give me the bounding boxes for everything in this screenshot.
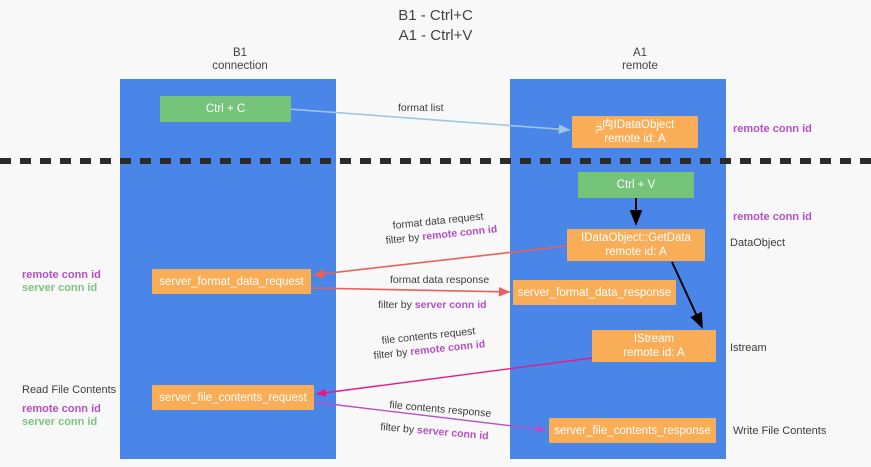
title-line-2: A1 - Ctrl+V (398, 27, 473, 44)
side-label-istream: Istream (730, 342, 767, 354)
edge-label-format-data-response: format data response (390, 274, 490, 286)
side-label-read-file-contents: Read File Contents (22, 384, 117, 396)
edge-label-file-contents-response-filter: filter by server conn id (380, 420, 489, 444)
node-server-file-contents-response-label: server_file_contents_response (554, 424, 711, 437)
node-server-file-contents-response[interactable]: server_file_contents_response (549, 418, 716, 443)
node-server-format-data-response-label: server_format_data_response (517, 286, 672, 299)
column-header-b1-sub: connection (212, 60, 268, 72)
node-istream-line-1: IStream (633, 333, 675, 345)
side-label-left-mid-server-conn-id: server conn id (22, 282, 98, 294)
node-istream[interactable]: IStream remote id: A (592, 330, 716, 362)
column-header-a1: A1 remote (540, 47, 740, 73)
node-getdata[interactable]: IDataObject::GetData remote id: A (567, 229, 705, 261)
node-istream-line-2: remote id: A (623, 347, 685, 359)
filter-prefix: filter by (378, 299, 415, 311)
column-header-a1-name: A1 (632, 47, 648, 59)
column-header-b1-name: B1 (232, 47, 248, 59)
node-ctrl-v[interactable]: Ctrl + V (578, 172, 694, 198)
node-server-format-data-request-label: server_format_data_request (159, 275, 304, 288)
title-line-1: B1 - Ctrl+C (398, 7, 473, 24)
side-label-write-file-contents: Write File Contents (733, 425, 827, 437)
column-header-b1: B1 connection (140, 47, 340, 73)
page-title: B1 - Ctrl+C A1 - Ctrl+V (0, 6, 871, 46)
node-idataobject-line-2: remote id: A (604, 133, 666, 145)
node-server-file-contents-request-label: server_file_contents_request (159, 391, 307, 404)
side-label-right-mid-remote-conn-id: remote conn id (733, 211, 812, 223)
side-label-left-mid-remote-conn-id: remote conn id (22, 269, 101, 281)
edge-label-format-data-response-filter: filter by server conn id (378, 298, 487, 313)
node-getdata-line-2: remote id: A (605, 246, 667, 258)
node-server-file-contents-request[interactable]: server_file_contents_request (152, 385, 314, 410)
filter-prefix: filter by (385, 231, 423, 247)
arrow-format-data-response (309, 286, 511, 297)
node-ctrl-c-label: Ctrl + C (205, 103, 246, 115)
edge-label-format-list: format list (398, 102, 444, 114)
node-server-format-data-response[interactable]: server_format_data_response (513, 280, 676, 305)
side-label-dataobject: DataObject (730, 237, 786, 249)
node-idataobject[interactable]: ྜ⽱IDataObject remote id: A (572, 116, 698, 148)
filter-prefix: filter by (373, 346, 411, 362)
filter-key-server-conn-id: server conn id (416, 424, 490, 443)
node-idataobject-line-1: ྜ⽱IDataObject (595, 119, 675, 131)
side-label-left-bottom-remote-conn-id: remote conn id (22, 403, 101, 415)
node-getdata-line-1: IDataObject::GetData (581, 232, 691, 244)
node-ctrl-c[interactable]: Ctrl + C (160, 96, 291, 122)
column-header-a1-sub: remote (622, 60, 658, 72)
node-ctrl-v-label: Ctrl + V (616, 179, 656, 191)
filter-prefix: filter by (379, 420, 418, 437)
edge-label-file-contents-response: file contents response (388, 398, 492, 420)
side-label-left-bottom-server-conn-id: server conn id (22, 416, 98, 428)
side-label-right-top-remote-conn-id: remote conn id (733, 123, 812, 135)
filter-key-server-conn-id: server conn id (414, 299, 487, 311)
node-server-format-data-request[interactable]: server_format_data_request (152, 269, 311, 294)
